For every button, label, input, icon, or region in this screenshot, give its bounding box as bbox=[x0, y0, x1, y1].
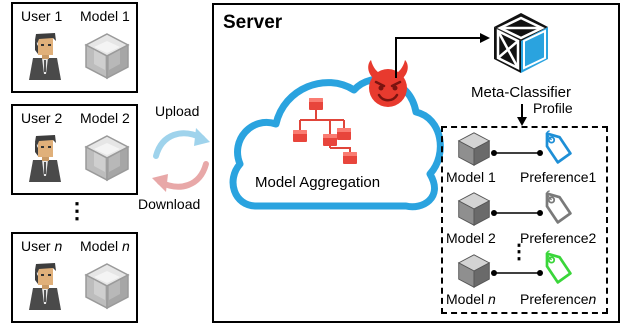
user-n-label: User n bbox=[21, 238, 63, 254]
attacker-to-meta-arrow bbox=[395, 33, 490, 78]
profile-label: Profile bbox=[533, 100, 573, 116]
model-aggregation-label: Model Aggregation bbox=[255, 174, 381, 191]
profile-dashed-box bbox=[441, 126, 608, 314]
profile-model-2-cube-icon bbox=[456, 191, 492, 227]
user-1-avatar-icon bbox=[27, 30, 63, 80]
profile-model-1-label: Model 1 bbox=[446, 169, 496, 185]
profile-model-1-cube-icon bbox=[456, 131, 492, 167]
profile-1-link bbox=[491, 150, 543, 156]
model-n-label: Model n bbox=[80, 238, 130, 254]
user-2-model-cube-icon bbox=[83, 134, 131, 182]
model-2-label: Model 2 bbox=[80, 110, 130, 126]
download-arrow-icon bbox=[152, 161, 209, 192]
user-2-label: User 2 bbox=[21, 110, 63, 126]
user-1-panel: User 1 Model 1 bbox=[11, 2, 138, 93]
profile-model-2-label: Model 2 bbox=[446, 230, 496, 246]
preference-2-label: Preference2 bbox=[520, 230, 597, 246]
meta-to-profile-arrow bbox=[517, 104, 527, 126]
profile-model-n-label: Model n bbox=[446, 291, 496, 307]
user-n-avatar-icon bbox=[27, 260, 63, 310]
aggregation-network-icon bbox=[293, 98, 357, 164]
download-label: Download bbox=[138, 196, 201, 212]
meta-classifier-label: Meta-Classifier bbox=[471, 84, 572, 101]
preference-n-tag-icon bbox=[538, 250, 574, 286]
preference-2-tag-icon bbox=[538, 190, 574, 226]
model-1-label: Model 1 bbox=[80, 8, 130, 24]
preference-n-label: Preferencen bbox=[520, 291, 597, 307]
profile-model-n-cube-icon bbox=[456, 253, 492, 289]
user-2-panel: User 2 Model 2 bbox=[11, 104, 138, 195]
user-n-panel: User n Model n bbox=[11, 232, 138, 323]
meta-classifier-cube-icon bbox=[494, 13, 548, 73]
profile-ellipsis: ⋮ bbox=[509, 241, 529, 263]
upload-label: Upload bbox=[155, 103, 200, 119]
user-2-avatar-icon bbox=[27, 132, 63, 182]
preference-1-tag-icon bbox=[538, 130, 574, 166]
attacker-devil-icon bbox=[368, 60, 408, 107]
user-1-model-cube-icon bbox=[83, 32, 131, 80]
server-title: Server bbox=[223, 12, 283, 33]
upload-arrow-icon bbox=[153, 128, 210, 159]
user-1-label: User 1 bbox=[21, 8, 63, 24]
user-n-model-cube-icon bbox=[83, 262, 131, 310]
profile-n-link bbox=[491, 270, 543, 276]
profile-2-link bbox=[491, 210, 543, 216]
users-ellipsis: ⋮ bbox=[66, 198, 88, 223]
preference-1-label: Preference1 bbox=[520, 169, 597, 185]
